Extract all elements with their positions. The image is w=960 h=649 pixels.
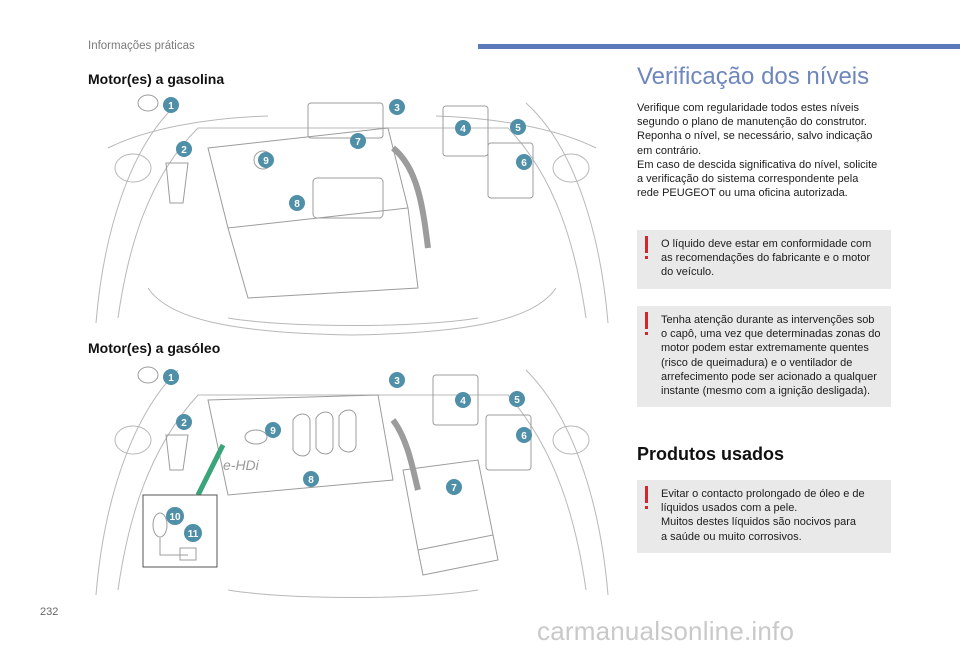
- intro-line: segundo o plano de manutenção do constru…: [637, 116, 867, 129]
- section-label: Informações práticas: [88, 40, 195, 52]
- intro-line: rede PEUGEOT ou uma oficina autorizada.: [637, 187, 848, 200]
- header-accent-bar: [478, 44, 960, 49]
- gasoline-callout-2: 2: [181, 145, 187, 156]
- diesel-engine-heading: Motor(es) a gasóleo: [88, 340, 221, 356]
- intro-line: Reponha o nível, se necessário, salvo in…: [637, 130, 873, 143]
- gasoline-engine-heading: Motor(es) a gasolina: [88, 71, 225, 87]
- products-used-heading: Produtos usados: [637, 444, 785, 464]
- exclamation-icon: [645, 236, 648, 259]
- gasoline-callout-3: 3: [394, 103, 400, 114]
- diesel-callout-6: 6: [521, 431, 527, 442]
- intro-paragraph: Verifique com regularidade todos estes n…: [637, 101, 893, 200]
- warning-line: o capô, uma vez que determinadas zonas d…: [661, 328, 881, 341]
- warning-line: as recomendações do fabricante e o motor: [661, 252, 871, 265]
- warning-box-products: Evitar o contacto prolongado de óleo e d…: [637, 480, 891, 553]
- warning-line: do veículo.: [661, 266, 715, 279]
- gasoline-callout-5: 5: [515, 123, 521, 134]
- diesel-callout-9: 9: [270, 426, 276, 437]
- diesel-callout-2: 2: [181, 418, 187, 429]
- warning-line: (risco de queimadura) e o ventilador de: [661, 356, 853, 369]
- warning-line: Tenha atenção durante as intervenções so…: [661, 314, 875, 326]
- gasoline-callout-9: 9: [263, 156, 269, 167]
- warning-box-hot-parts: Tenha atenção durante as intervenções so…: [637, 306, 891, 408]
- diesel-callout-1: 1: [168, 373, 174, 384]
- watermark: carmanualsonline.info: [537, 616, 795, 646]
- gasoline-callouts: 1 2 3 4 5 6 7 8 9: [163, 97, 532, 211]
- warning-line: instante (mesmo com a ignição desligada)…: [661, 385, 871, 398]
- diesel-callout-3: 3: [394, 376, 400, 387]
- warning-line: motor podem estar extremamente quentes: [661, 342, 869, 355]
- diesel-callout-5: 5: [514, 395, 520, 406]
- warning-box-fluid: O líquido deve estar em conformidade com…: [637, 230, 891, 289]
- intro-line: em contrário.: [637, 144, 702, 157]
- intro-line: Em caso de descida significativa do níve…: [637, 158, 878, 171]
- warning-line: a saúde ou muito corrosivos.: [661, 530, 802, 543]
- diesel-callout-10: 10: [169, 512, 181, 523]
- diesel-callouts: 1 2 3 4 5 6 7 8 9 10 11: [163, 369, 532, 542]
- diesel-callout-8: 8: [308, 475, 314, 486]
- page-number: 232: [40, 606, 59, 618]
- diesel-callout-4: 4: [460, 396, 466, 407]
- diesel-engine-illustration: e-HDi 1 2 3 4 5 6 7 8 9 10 11: [95, 366, 609, 598]
- diesel-callout-11: 11: [188, 529, 199, 540]
- warning-line: O líquido deve estar em conformidade com: [661, 238, 872, 250]
- exclamation-icon: [645, 312, 648, 335]
- levels-check-title: Verificação dos níveis: [637, 63, 870, 90]
- gasoline-engine-illustration: 1 2 3 4 5 6 7 8 9: [95, 94, 609, 336]
- gasoline-callout-1: 1: [168, 101, 174, 112]
- engine-badge: e-HDi: [223, 457, 260, 473]
- gasoline-engine-figure: 1 2 3 4 5 6 7 8 9: [88, 88, 616, 336]
- gasoline-callout-6: 6: [521, 158, 527, 169]
- diesel-engine-figure: e-HDi 1 2 3 4 5 6 7 8 9 10 11: [88, 360, 616, 606]
- gasoline-callout-8: 8: [294, 199, 300, 210]
- warning-line: Muitos destes líquidos são nocivos para: [661, 516, 857, 529]
- diesel-callout-7: 7: [451, 483, 457, 494]
- exclamation-icon: [645, 486, 648, 509]
- warning-line: Evitar o contacto prolongado de óleo e d…: [661, 488, 865, 500]
- warning-line: arrefecimento pode ser acionado a qualqu…: [661, 370, 877, 383]
- warning-line: líquidos usados com a pele.: [661, 502, 798, 515]
- gasoline-callout-7: 7: [355, 137, 361, 148]
- intro-line: a verificação do sistema correspondente …: [637, 173, 859, 186]
- gasoline-callout-4: 4: [460, 124, 466, 135]
- intro-line: Verifique com regularidade todos estes n…: [637, 102, 859, 114]
